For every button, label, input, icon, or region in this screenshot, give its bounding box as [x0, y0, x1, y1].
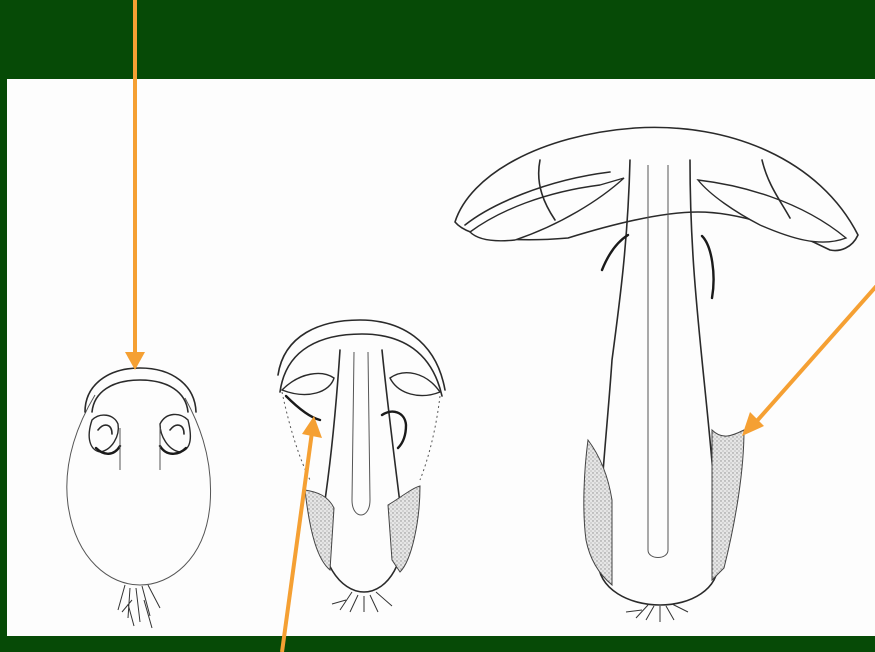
- arrow-to-egg-top: [125, 0, 145, 370]
- developing-mushroom-stage: [278, 320, 445, 612]
- arrow-to-volva: [742, 282, 875, 436]
- young-mushroom-egg-stage: [67, 368, 211, 628]
